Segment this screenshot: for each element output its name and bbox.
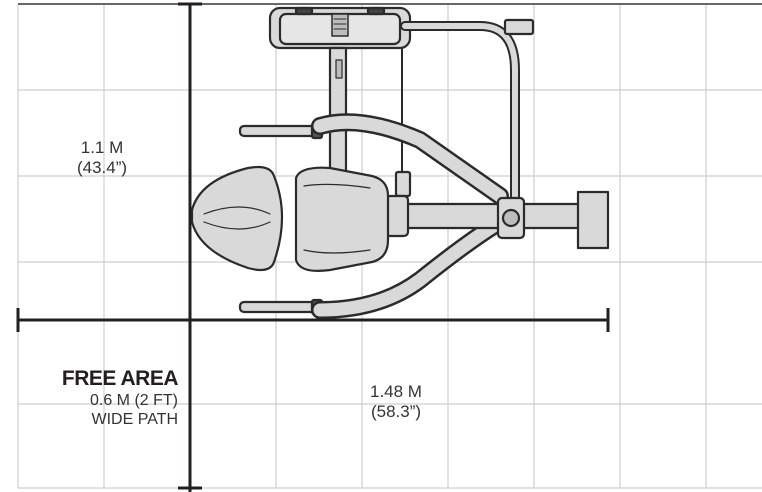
width-imperial: (58.3”) bbox=[370, 402, 422, 422]
width-metric: 1.48 M bbox=[370, 382, 422, 401]
dimension-lines bbox=[16, 2, 610, 492]
free-area-note: WIDE PATH bbox=[91, 411, 178, 429]
free-area-size: 0.6 M (2 FT) bbox=[89, 392, 178, 410]
depth-label: 1.1 M (43.4”) bbox=[62, 138, 142, 179]
seat-cushion bbox=[294, 166, 390, 272]
recumbent-bike-illustration bbox=[190, 6, 610, 319]
console bbox=[268, 6, 412, 50]
width-label: 1.48 M (58.3”) bbox=[356, 382, 436, 423]
backrest bbox=[190, 165, 284, 272]
floor-grid bbox=[17, 3, 762, 489]
free-area-label: FREE AREA 0.6 M (2 FT) WIDE PATH bbox=[18, 366, 179, 430]
depth-imperial: (43.4”) bbox=[76, 158, 128, 178]
free-area-title: FREE AREA bbox=[61, 367, 179, 390]
depth-metric: 1.1 M bbox=[80, 138, 124, 157]
